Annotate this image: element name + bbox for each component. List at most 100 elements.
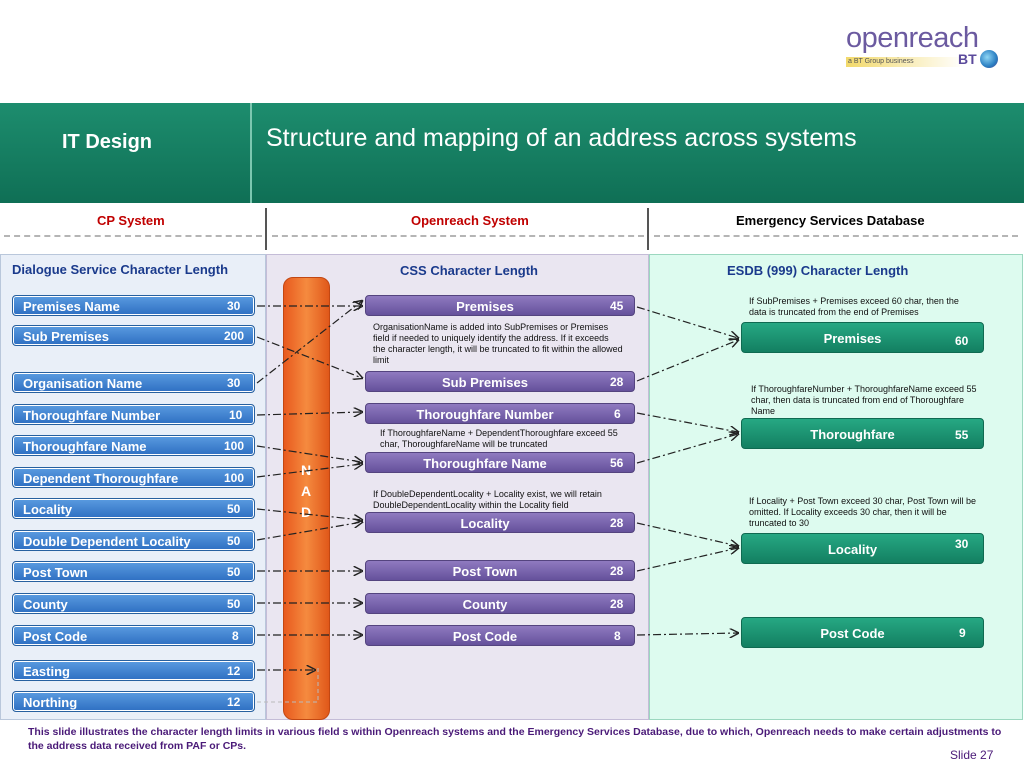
css-field-length: 45	[610, 299, 624, 313]
logo-wordmark: openreach	[846, 22, 979, 54]
css-field-length: 56	[610, 456, 624, 470]
css-field-sub-premises: Sub Premises 28	[365, 371, 635, 392]
cp-field-length: 10	[229, 408, 243, 422]
css-field-label: Post Code	[452, 629, 518, 644]
cp-field-label: County	[23, 597, 68, 612]
cp-field-thoroughfare-name: Thoroughfare Name 100	[12, 435, 255, 456]
note-premises-esdb: If SubPremises + Premises exceed 60 char…	[749, 296, 959, 317]
cp-field-locality: Locality 50	[12, 498, 255, 519]
connector	[256, 522, 362, 541]
cp-field-thoroughfare-number: Thoroughfare Number 10	[12, 404, 255, 425]
cp-field-length: 8	[232, 629, 239, 643]
cp-field-post-town: Post Town 50	[12, 561, 255, 582]
cp-field-label: Thoroughfare Number	[23, 408, 161, 423]
cp-field-length: 200	[224, 329, 245, 343]
span-arrow-cp	[4, 235, 262, 237]
connector	[256, 412, 362, 415]
cp-field-organisation-name: Organisation Name 30	[12, 372, 255, 393]
cp-field-length: 12	[227, 695, 241, 709]
cp-field-label: Double Dependent Locality	[23, 534, 191, 549]
connector	[257, 668, 319, 703]
connector	[636, 548, 738, 572]
cp-field-post-code: Post Code 8	[12, 625, 255, 646]
openreach-logo: openreach a BT Group business BT	[840, 22, 1010, 72]
title-banner	[0, 103, 1024, 203]
esdb-field-label: Post Code	[820, 626, 885, 641]
column-separator	[265, 208, 267, 250]
css-field-label: Premises	[456, 299, 514, 314]
banner-divider	[250, 103, 252, 203]
cp-field-double-dependent-locality: Double Dependent Locality 50	[12, 530, 255, 551]
connector	[636, 522, 738, 546]
esdb-field-thoroughfare: Thoroughfare 55	[741, 418, 984, 449]
span-arrow-openreach	[272, 235, 644, 237]
cp-field-length: 50	[227, 597, 241, 611]
connector	[636, 306, 738, 338]
connector	[256, 445, 362, 462]
slide-number: Slide 27	[950, 748, 994, 762]
nad-letter: A	[300, 483, 312, 499]
cp-field-length: 50	[227, 534, 241, 548]
cp-field-length: 100	[224, 471, 245, 485]
esdb-field-label: Locality	[827, 542, 878, 557]
cp-field-label: Easting	[23, 664, 70, 679]
css-field-length: 6	[614, 407, 621, 421]
cp-panel-title: Dialogue Service Character Length	[12, 262, 229, 277]
cp-field-label: Post Code	[23, 629, 88, 644]
note-thoroughfare-css: If ThoroughfareName + DependentThoroughf…	[380, 428, 618, 449]
esdb-field-premises: Premises 60	[741, 322, 984, 353]
css-field-thoroughfare-name: Thoroughfare Name 56	[365, 452, 635, 473]
nad-letter: D	[300, 504, 312, 520]
note-locality-esdb: If Locality + Post Town exceed 30 char, …	[749, 496, 977, 528]
note-locality-css: If DoubleDependentLocality + Locality ex…	[373, 489, 602, 510]
logo-bt: BT	[958, 51, 977, 67]
column-header-esdb: Emergency Services Database	[736, 213, 925, 228]
cp-field-label: Locality	[23, 502, 73, 517]
span-arrow-esdb	[654, 235, 1018, 237]
connector	[636, 412, 738, 432]
cp-field-label: Premises Name	[23, 299, 120, 314]
column-separator	[647, 208, 649, 250]
connector	[256, 464, 362, 478]
css-field-label: Thoroughfare Name	[423, 456, 547, 471]
css-field-label: Post Town	[452, 564, 518, 579]
cp-field-length: 50	[227, 502, 241, 516]
css-field-length: 28	[610, 564, 624, 578]
slide-title: Structure and mapping of an address acro…	[266, 124, 857, 152]
cp-field-premises-name: Premises Name 30	[12, 295, 255, 316]
esdb-panel-title: ESDB (999) Character Length	[727, 263, 909, 278]
cp-field-label: Organisation Name	[23, 376, 143, 391]
cp-field-dependent-thoroughfare: Dependent Thoroughfare 100	[12, 467, 255, 488]
esdb-field-length: 55	[955, 428, 969, 442]
css-field-premises: Premises 45	[365, 295, 635, 316]
cp-field-length: 30	[227, 299, 241, 313]
css-panel-title: CSS Character Length	[400, 263, 538, 278]
esdb-field-label: Premises	[823, 331, 882, 346]
css-field-locality: Locality 28	[365, 512, 635, 533]
css-field-label: County	[462, 597, 508, 612]
nad-letter: N	[300, 462, 312, 478]
connector	[636, 340, 738, 382]
css-field-post-town: Post Town 28	[365, 560, 635, 581]
slide-footnote: This slide illustrates the character len…	[28, 726, 1002, 752]
cp-field-county: County 50	[12, 593, 255, 614]
note-organisation-name: OrganisationName is added into SubPremis…	[373, 322, 623, 365]
cp-field-label: Dependent Thoroughfare	[23, 471, 179, 486]
css-field-length: 28	[610, 375, 624, 389]
css-field-post-code: Post Code 8	[365, 625, 635, 646]
cp-field-northing: Northing 12	[12, 691, 255, 712]
column-header-cp: CP System	[97, 213, 165, 228]
css-field-length: 8	[614, 629, 621, 643]
connector	[256, 301, 362, 384]
css-field-length: 28	[610, 597, 624, 611]
logo-tagline: a BT Group business	[846, 57, 964, 67]
bt-globe-icon	[980, 50, 998, 68]
esdb-field-label: Thoroughfare	[810, 427, 895, 442]
column-header-openreach: Openreach System	[411, 213, 529, 228]
esdb-field-length: 9	[959, 626, 966, 640]
connector	[256, 336, 362, 378]
cp-field-length: 30	[227, 376, 241, 390]
cp-field-length: 100	[224, 439, 245, 453]
css-field-label: Thoroughfare Number	[416, 407, 554, 422]
